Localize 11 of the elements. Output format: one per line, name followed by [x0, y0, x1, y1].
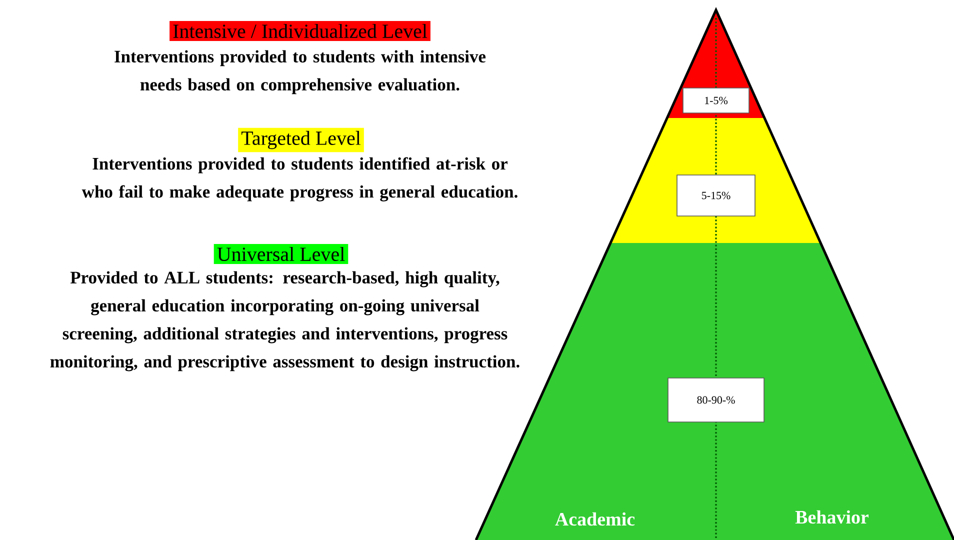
tier-label: Behavior — [795, 510, 869, 524]
description-text: Interventions provided to students identified at-risk or who fail to make adequate progress in general education. — [82, 157, 518, 202]
description-text: Interventions provided to students with intensive needs based on comprehensive evaluation. — [114, 50, 486, 94]
percent-box: 5-15% — [676, 174, 756, 216]
percent-box: 80-90-% — [668, 378, 764, 422]
description-text: Provided to ALL students: research-based, high quality, general education incorporating on-going universal screening, additional strategies and interventions, progress monitoring, and prescriptive assessment to design instruction. — [50, 271, 520, 372]
tier-label: Academic — [555, 512, 635, 526]
level-heading: Targeted Level — [238, 128, 364, 152]
level-heading: Universal Level — [214, 244, 348, 264]
percent-box: 1-5% — [682, 88, 750, 114]
level-heading: Intensive / Individualized Level — [170, 20, 430, 42]
